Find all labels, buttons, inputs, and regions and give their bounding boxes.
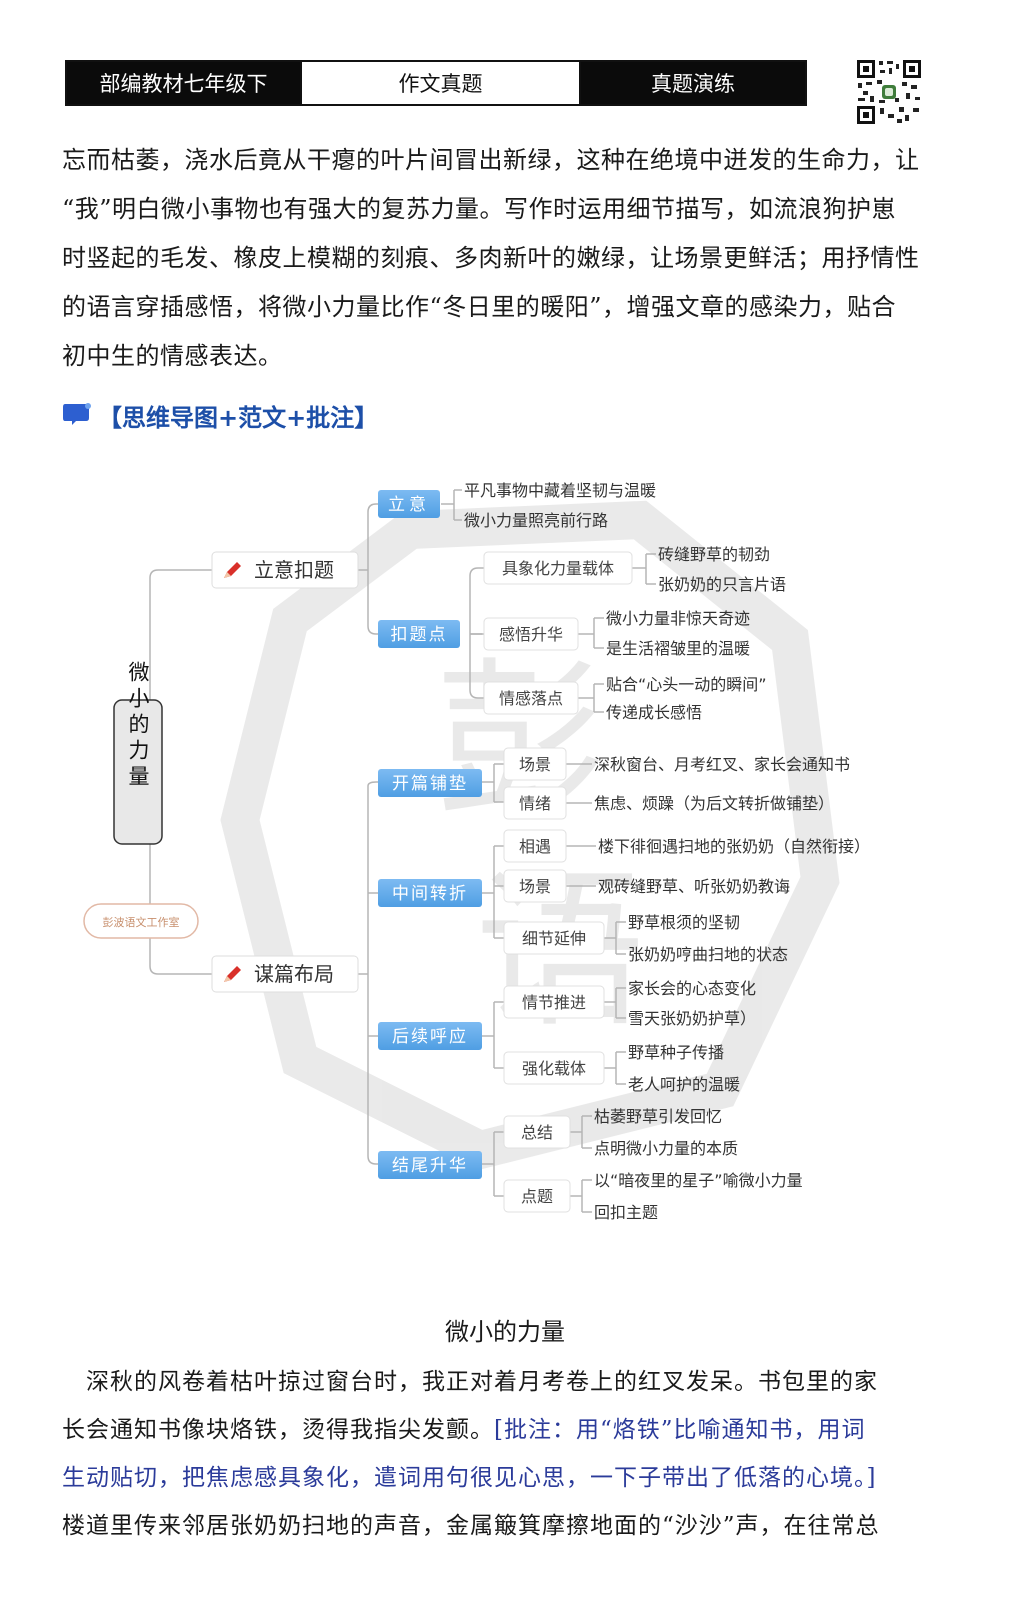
chat-bubble-icon	[63, 403, 91, 425]
intro-line: “我”明白微小事物也有强大的复苏力量。写作时运用细节描写，如流浪狗护崽	[62, 195, 897, 223]
mindmap-root-label: 微小的力量	[126, 661, 150, 791]
header-grade: 部编教材七年级下	[67, 62, 300, 104]
annotation-line: 生动贴切，把焦虑感具象化，遣词用句很见心思，一下子带出了低落的心境。]	[62, 1465, 877, 1491]
leaf-label: 回扣主题	[594, 1203, 658, 1222]
branch-label: 谋篇布局	[254, 962, 334, 986]
leaf-label: 传递成长感悟	[606, 703, 702, 722]
sub-node-label: 相遇	[519, 837, 551, 856]
leaf-label: 观砖缝野草、听张奶奶教诲	[598, 877, 790, 896]
leaf-label: 家长会的心态变化	[628, 979, 756, 998]
leaf-label: 野草种子传播	[628, 1043, 724, 1062]
sub-node-label: 具象化力量载体	[502, 559, 614, 578]
intro-line: 忘而枯萎，浇水后竟从干瘪的叶片间冒出新绿，这种在绝境中迸发的生命力，让	[62, 146, 920, 174]
leaf-label: 枯萎野草引发回忆	[594, 1107, 722, 1126]
sub-node-label: 强化载体	[522, 1059, 586, 1078]
sub-node-label: 场景	[519, 877, 551, 896]
leaf-label: 点明微小力量的本质	[594, 1139, 738, 1158]
section-heading-text: 【思维导图+范文+批注】	[98, 403, 379, 432]
sub-node-label: 情绪	[519, 794, 551, 813]
article-body: 深秋的风卷着枯叶掠过窗台时，我正对着月考卷上的红叉发呆。书包里的家 长会通知书像…	[62, 1358, 932, 1550]
leaf-label: 微小力量照亮前行路	[464, 511, 608, 530]
tag-koutidian: 扣题点	[378, 620, 460, 648]
leaf-label: 是生活褶皱里的温暖	[606, 639, 750, 658]
tag-label: 立意	[388, 495, 430, 515]
mindmap-root: 微小的力量	[113, 661, 163, 845]
leaf-label: 楼下徘徊遇扫地的张奶奶（自然衔接）	[598, 837, 870, 856]
header-bar: 部编教材七年级下 作文真题 真题演练	[65, 60, 807, 106]
intro-paragraph: 忘而枯萎，浇水后竟从干瘪的叶片间冒出新绿，这种在绝境中迸发的生命力，让 “我”明…	[62, 136, 932, 381]
mind-map: 彭 语	[83, 481, 870, 1222]
sub-node-label: 感悟升华	[499, 625, 563, 644]
leaf-label: 砖缝野草的韧劲	[658, 545, 770, 564]
intro-line: 的语言穿插感悟，将微小力量比作“冬日里的暖阳”，增强文章的感染力，贴合	[62, 293, 897, 321]
leaf-label: 张奶奶的只言片语	[658, 575, 786, 594]
sub-node-label: 情节推进	[522, 993, 586, 1012]
intro-line: 初中生的情感表达。	[62, 342, 283, 370]
intro-line: 时竖起的毛发、橡皮上模糊的刻痕、多肉新叶的嫩绿，让场景更鲜活；用抒情性	[62, 244, 920, 272]
article-title: 微小的力量	[445, 1318, 565, 1346]
leaf-label: 平凡事物中藏着坚韧与温暖	[464, 481, 656, 500]
sub-node-label: 场景	[519, 755, 551, 774]
header-category: 作文真题	[300, 62, 581, 104]
header-section: 真题演练	[581, 62, 805, 104]
studio-stamp-label: 彭波语文工作室	[103, 915, 180, 929]
article-line: 长会通知书像块烙铁，烫得我指尖发颤。[批注：用“烙铁”比喻通知书，用词	[62, 1406, 932, 1454]
tag-kaipian: 开篇铺垫	[378, 769, 482, 797]
article-text: 长会通知书像块烙铁，烫得我指尖发颤。	[62, 1417, 494, 1443]
tag-liyi: 立意	[378, 490, 440, 518]
sub-node-label: 总结	[521, 1123, 553, 1142]
tag-label: 后续呼应	[392, 1027, 468, 1047]
leaf-label: 贴合“心头一动的瞬间”	[606, 675, 767, 694]
section-heading: 【思维导图+范文+批注】	[62, 395, 378, 435]
tag-label: 扣题点	[391, 625, 448, 645]
tag-jiewei: 结尾升华	[378, 1151, 482, 1179]
sub-node-label: 细节延伸	[522, 929, 586, 948]
annotation-text: [批注：用“烙铁”比喻通知书，用词	[494, 1417, 866, 1443]
tag-zhongjian: 中间转折	[378, 879, 482, 907]
tag-label: 结尾升华	[392, 1156, 468, 1176]
tag-label: 开篇铺垫	[392, 774, 468, 794]
branch-label: 立意扣题	[254, 558, 334, 582]
leaf-label: 深秋窗台、月考红叉、家长会通知书	[594, 755, 850, 774]
qr-code-icon	[855, 58, 923, 126]
sub-node-label: 情感落点	[499, 689, 563, 708]
branch-moupian-buju: 谋篇布局	[211, 955, 359, 993]
leaf-label: 焦虑、烦躁（为后文转折做铺垫）	[594, 794, 834, 813]
leaf-label: 张奶奶哼曲扫地的状态	[628, 945, 788, 964]
leaf-label: 老人呵护的温暖	[628, 1075, 740, 1094]
leaf-label: 以“暗夜里的星子”喻微小力量	[594, 1171, 803, 1190]
leaf-label: 雪天张奶奶护草）	[628, 1009, 756, 1028]
article-line: 楼道里传来邻居张奶奶扫地的声音，金属簸箕摩擦地面的“沙沙”声，在往常总	[62, 1513, 880, 1539]
tag-label: 中间转折	[392, 884, 468, 904]
article-line: 深秋的风卷着枯叶掠过窗台时，我正对着月考卷上的红叉发呆。书包里的家	[62, 1369, 878, 1395]
sub-node-label: 点题	[521, 1187, 553, 1206]
branch-liyi-kouti: 立意扣题	[211, 551, 359, 589]
studio-stamp: 彭波语文工作室	[83, 903, 199, 939]
tag-houxu: 后续呼应	[378, 1022, 482, 1050]
leaf-label: 微小力量非惊天奇迹	[606, 609, 750, 628]
leaf-label: 野草根须的坚韧	[628, 913, 740, 932]
